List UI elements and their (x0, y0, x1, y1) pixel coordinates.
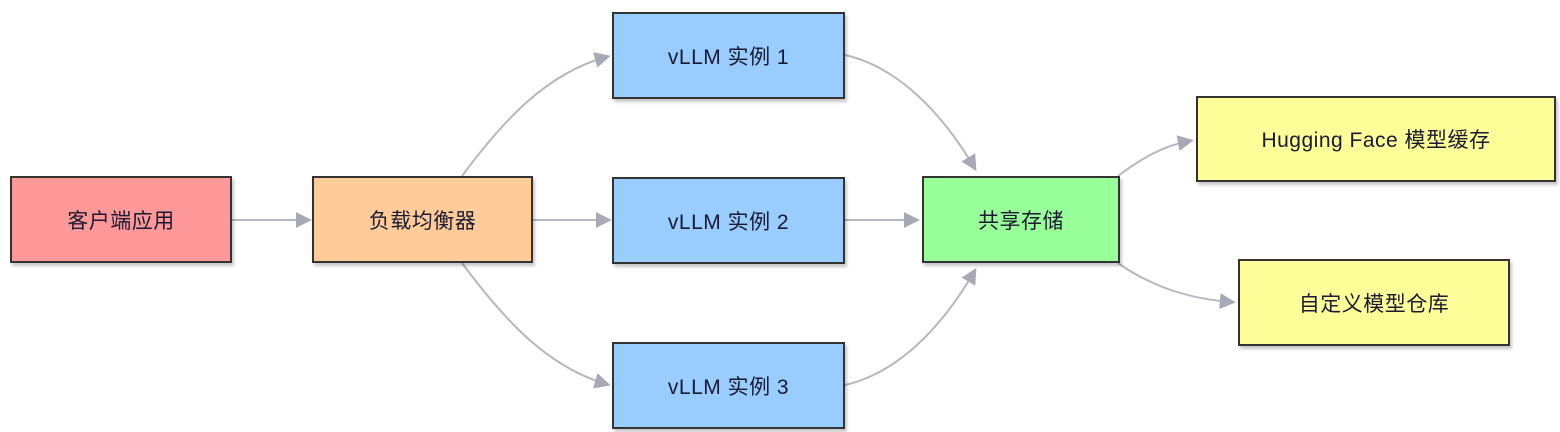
node-custom-model-repo: 自定义模型仓库 (1238, 259, 1510, 346)
node-vllm-instance-2: vLLM 实例 2 (612, 177, 845, 264)
node-client-app-label: 客户端应用 (67, 209, 175, 233)
node-hf-model-cache: Hugging Face 模型缓存 (1196, 96, 1556, 182)
edge-shared-to-custom (1117, 262, 1236, 310)
node-vllm-instance-3: vLLM 实例 3 (612, 342, 845, 429)
node-shared-storage-label: 共享存储 (978, 209, 1064, 233)
node-hf-model-cache-label: Hugging Face 模型缓存 (1261, 129, 1491, 152)
node-vllm-instance-2-label: vLLM 实例 2 (667, 210, 790, 234)
edge-vllm1-to-shared (844, 54, 977, 172)
node-vllm-instance-3-label: vLLM 实例 3 (667, 375, 790, 399)
node-shared-storage: 共享存储 (922, 176, 1120, 263)
node-load-balancer-label: 负载均衡器 (368, 209, 477, 233)
edge-shared-to-hf (1117, 135, 1194, 177)
node-vllm-instance-1-label: vLLM 实例 1 (667, 45, 790, 69)
node-vllm-instance-1: vLLM 实例 1 (612, 12, 845, 99)
node-custom-model-repo-label: 自定义模型仓库 (1298, 292, 1450, 316)
edge-vllm3-to-shared (844, 267, 977, 386)
node-client-app: 客户端应用 (10, 176, 232, 263)
edge-lb-to-vllm1 (461, 52, 611, 177)
edge-lb-to-vllm3 (461, 262, 611, 389)
node-load-balancer: 负载均衡器 (312, 176, 533, 263)
